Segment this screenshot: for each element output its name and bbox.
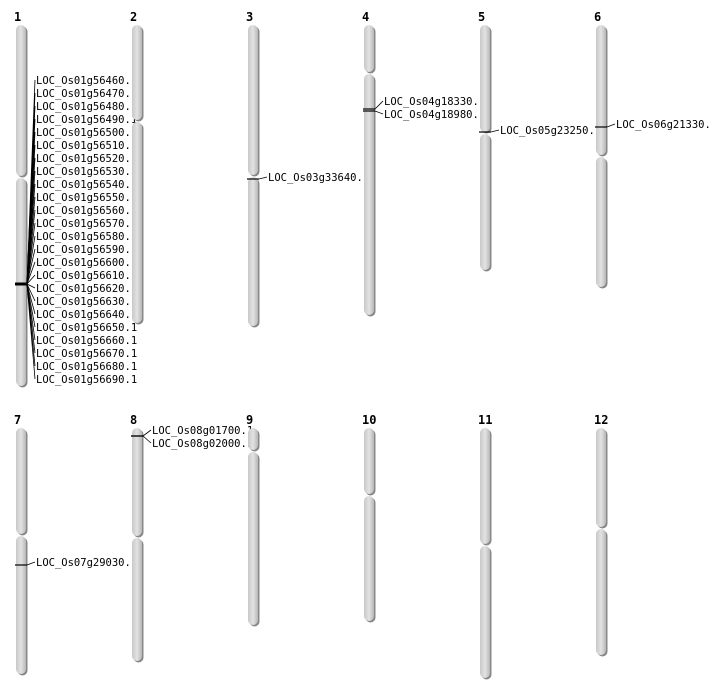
gene-label: LOC_Os01g56570.1 bbox=[36, 218, 137, 230]
long-arm bbox=[480, 546, 490, 678]
leader-line bbox=[26, 248, 36, 285]
short-arm bbox=[248, 428, 258, 450]
gene-label: LOC_Os04g18330.1 bbox=[384, 96, 485, 108]
chromosome-number: 4 bbox=[362, 10, 369, 24]
long-arm bbox=[16, 536, 26, 674]
chromosome-number: 12 bbox=[594, 413, 608, 427]
chromosome-number: 8 bbox=[130, 413, 137, 427]
short-arm bbox=[480, 25, 490, 132]
gene-label: LOC_Os01g56470.1 bbox=[36, 88, 137, 100]
gene-label: LOC_Os08g01700.1 bbox=[152, 425, 253, 437]
leader-line bbox=[374, 100, 384, 110]
long-arm bbox=[248, 177, 258, 326]
chromosome-9: 9 bbox=[246, 413, 260, 627]
gene-label: LOC_Os06g21330.1 bbox=[616, 119, 712, 131]
short-arm bbox=[364, 428, 374, 494]
long-arm bbox=[364, 74, 374, 315]
gene-label: LOC_Os01g56560.1 bbox=[36, 205, 137, 217]
gene-label: LOC_Os01g56550.1 bbox=[36, 192, 137, 204]
chromosome-2: 2 bbox=[130, 10, 144, 325]
gene-label: LOC_Os01g56640.1 bbox=[36, 309, 137, 321]
gene-label: LOC_Os01g56690.1 bbox=[36, 374, 137, 386]
leader-line bbox=[26, 283, 36, 289]
chromosome-number: 11 bbox=[478, 413, 492, 427]
leader-line bbox=[26, 283, 36, 302]
leader-line bbox=[26, 261, 36, 285]
gene-label: LOC_Os01g56610.1 bbox=[36, 270, 137, 282]
short-arm bbox=[16, 428, 26, 534]
gene-label: LOC_Os01g56590.1 bbox=[36, 244, 137, 256]
gene-label: LOC_Os01g56500.1 bbox=[36, 127, 137, 139]
leader-line bbox=[26, 561, 36, 566]
gene-label: LOC_Os03g33640.1 bbox=[268, 172, 369, 184]
chromosome-12: 12 bbox=[594, 413, 608, 657]
chromosome-number: 9 bbox=[246, 413, 253, 427]
leader-line bbox=[142, 429, 152, 437]
long-arm bbox=[16, 178, 26, 386]
chromosome-1: 1LOC_Os01g56460.1LOC_Os01g56470.1LOC_Os0… bbox=[14, 10, 137, 388]
long-arm bbox=[132, 122, 142, 323]
leader-line bbox=[374, 110, 384, 115]
long-arm bbox=[480, 134, 490, 270]
long-arm bbox=[248, 452, 258, 625]
gene-label: LOC_Os01g56620.1 bbox=[36, 283, 137, 295]
gene-label: LOC_Os01g56580.1 bbox=[36, 231, 137, 243]
short-arm bbox=[596, 25, 606, 155]
short-arm bbox=[16, 25, 26, 176]
gene-label: LOC_Os01g56540.1 bbox=[36, 179, 137, 191]
gene-label: LOC_Os01g56660.1 bbox=[36, 335, 137, 347]
short-arm bbox=[248, 25, 258, 175]
short-arm bbox=[364, 25, 374, 72]
short-arm bbox=[132, 25, 142, 120]
leader-line bbox=[142, 435, 152, 444]
chromosome-number: 7 bbox=[14, 413, 21, 427]
short-arm bbox=[480, 428, 490, 544]
leader-line bbox=[26, 283, 36, 380]
chromosome-number: 1 bbox=[14, 10, 21, 24]
gene-label: LOC_Os01g56600.1 bbox=[36, 257, 137, 269]
long-arm bbox=[596, 529, 606, 655]
long-arm bbox=[132, 538, 142, 661]
gene-label: LOC_Os01g56650.1 bbox=[36, 322, 137, 334]
gene-label: LOC_Os04g18980.1 bbox=[384, 109, 485, 121]
gene-label: LOC_Os01g56680.1 bbox=[36, 361, 137, 373]
chromosome-number: 6 bbox=[594, 10, 601, 24]
gene-label: LOC_Os01g56490.1 bbox=[36, 114, 137, 126]
gene-label: LOC_Os01g56510.1 bbox=[36, 140, 137, 152]
long-arm bbox=[596, 157, 606, 287]
chromosome-number: 2 bbox=[130, 10, 137, 24]
leader-line bbox=[606, 123, 616, 128]
gene-label: LOC_Os01g56670.1 bbox=[36, 348, 137, 360]
gene-label: LOC_Os08g02000.1 bbox=[152, 438, 253, 450]
chromosome-number: 10 bbox=[362, 413, 376, 427]
gene-label: LOC_Os01g56520.1 bbox=[36, 153, 137, 165]
leader-line bbox=[490, 129, 500, 133]
gene-label: LOC_Os01g56530.1 bbox=[36, 166, 137, 178]
long-arm bbox=[364, 496, 374, 621]
chromosome-10: 10 bbox=[362, 413, 376, 623]
chromosome-11: 11 bbox=[478, 413, 492, 680]
short-arm bbox=[132, 428, 142, 536]
gene-label: LOC_Os05g23250.1 bbox=[500, 125, 601, 137]
gene-label: LOC_Os07g29030.1 bbox=[36, 557, 137, 569]
gene-label: LOC_Os01g56630.1 bbox=[36, 296, 137, 308]
gene-label: LOC_Os01g56460.1 bbox=[36, 75, 137, 87]
leader-line bbox=[258, 176, 268, 180]
chromosome-number: 5 bbox=[478, 10, 485, 24]
gene-label: LOC_Os01g56480.1 bbox=[36, 101, 137, 113]
leader-line bbox=[26, 235, 36, 285]
chromosome-number: 3 bbox=[246, 10, 253, 24]
leader-line bbox=[26, 274, 36, 285]
short-arm bbox=[596, 428, 606, 527]
